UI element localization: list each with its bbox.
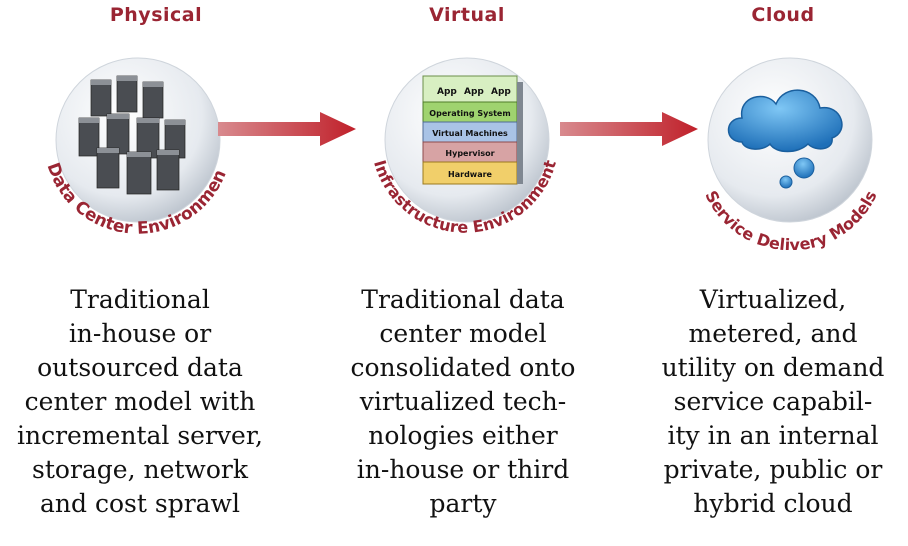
- cloud-description-line: ity in an internal: [667, 421, 879, 450]
- physical-description-line: incremental server,: [17, 421, 263, 450]
- cloud-description-line: utility on demand: [661, 353, 885, 382]
- cloud-description-line: private, public or: [663, 455, 883, 484]
- cloud-icon: [727, 89, 843, 189]
- virtual-globe: App App App Operating System Virtual Mac…: [370, 57, 560, 237]
- stack-app-2: App: [464, 87, 484, 97]
- virtual-description-line: Traditional data: [361, 285, 565, 314]
- cloud-globe: Service Delivery Models: [701, 57, 881, 250]
- arrow-virtual-to-cloud: [560, 112, 698, 146]
- virtual-description-line: center model: [379, 319, 547, 348]
- arrow-physical-to-virtual: [218, 112, 356, 146]
- stack-operating-system: Operating System: [429, 109, 510, 118]
- physical-title: Physical: [109, 4, 203, 26]
- virtual-description-line: in-house or third: [356, 455, 570, 484]
- virtual-description-line: consolidated onto: [350, 353, 576, 382]
- virtualization-stack-icon: App App App Operating System Virtual Mac…: [422, 75, 523, 185]
- physical-description: Traditional in-house or outsourced data …: [5, 283, 275, 521]
- cloud-description-line: service capabil-: [673, 387, 873, 416]
- stack-app-1: App: [437, 87, 457, 97]
- physical-description-line: outsourced data: [37, 353, 243, 382]
- stack-hardware: Hardware: [448, 170, 493, 179]
- physical-description-line: center model with: [24, 387, 256, 416]
- stack-app-3: App: [491, 87, 511, 97]
- cloud-description-line: Virtualized,: [699, 285, 847, 314]
- physical-description-line: Traditional: [70, 285, 210, 314]
- physical-globe: Data Center Environment: [31, 30, 231, 239]
- cloud-title: Cloud: [751, 4, 815, 26]
- cloud-description-line: metered, and: [688, 319, 858, 348]
- virtual-description-line: nologies either: [368, 421, 558, 450]
- cloud-description: Virtualized, metered, and utility on dem…: [638, 283, 908, 521]
- stack-virtual-machines: Virtual Machines: [432, 129, 508, 138]
- virtual-description: Traditional data center model consolidat…: [328, 283, 598, 521]
- virtual-title: Virtual: [429, 4, 505, 26]
- stack-hypervisor: Hypervisor: [445, 149, 494, 158]
- physical-description-line: in-house or: [68, 319, 212, 348]
- cloud-description-line: hybrid cloud: [693, 489, 853, 518]
- virtual-description-line: virtualized tech-: [359, 387, 567, 416]
- physical-description-line: and cost sprawl: [40, 489, 240, 518]
- server-rack-icon: [78, 75, 186, 195]
- virtual-description-line: party: [429, 489, 497, 518]
- physical-description-line: storage, network: [32, 455, 248, 484]
